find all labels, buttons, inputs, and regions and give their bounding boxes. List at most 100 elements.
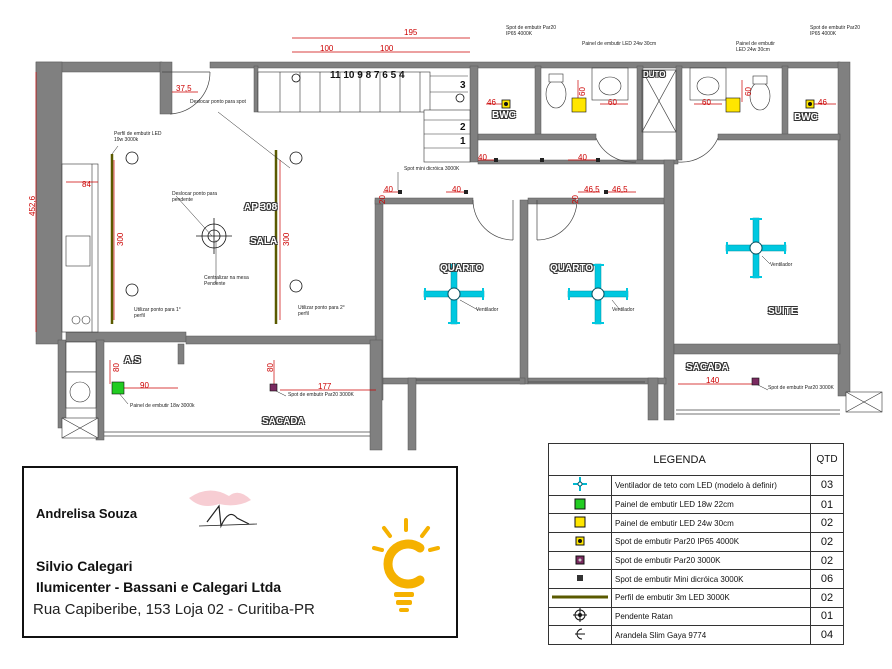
legend-qty: 02 (810, 587, 844, 608)
wall-sconce-icon (125, 151, 139, 165)
legend-label: Spot de embutir Par20 3000K (611, 550, 811, 571)
fan-icon (423, 263, 485, 325)
legend-qty: 02 (810, 532, 844, 552)
legend-label: Arandela Slim Gaya 9774 (611, 625, 811, 645)
legend-row: Ventilador de teto com LED (modelo à def… (548, 475, 844, 496)
panel-24w-icon (725, 97, 741, 113)
dimension-90: 90 (140, 381, 149, 390)
legend-label: Spot de embutir Par20 IP65 4000K (611, 532, 811, 552)
dimension-20a: 20 (378, 195, 387, 204)
legend-label: Painel de embutir LED 18w 22cm (611, 494, 811, 515)
legend-qty: 01 (810, 606, 844, 627)
legend-title: LEGENDA (548, 442, 811, 477)
dimension-20b: 20 (571, 195, 580, 204)
room-duto: DUTO (643, 70, 666, 79)
credit-box: Andrelisa Souza Silvio Calegari Ilumicen… (22, 466, 458, 638)
room-bwc-right: BWC (794, 112, 818, 123)
room-bwc-left: BWC (492, 110, 516, 121)
walls (35, 61, 851, 451)
dimension-84: 84 (82, 180, 91, 189)
note-utilizar-2: Utilizar ponto para 2° perfil (298, 305, 345, 317)
fan-icons (423, 217, 787, 325)
dimension-300b: 300 (282, 232, 291, 246)
legend-qty: 03 (810, 475, 844, 496)
spot-par20-icons (269, 377, 760, 392)
dimension-46c: 46,5 (584, 185, 600, 194)
stair-step-2: 2 (460, 122, 466, 133)
legend-label: Pendente Ratan (611, 606, 811, 627)
room-sacada-left: SACADA (262, 416, 305, 427)
wall-sconce-icon (125, 283, 139, 297)
legend-label: Painel de embutir LED 24w 30cm (611, 513, 811, 534)
room-sala: SALA (250, 236, 278, 247)
room-ap-308: AP 308 (244, 202, 278, 213)
dimension-195: 195 (404, 28, 418, 37)
dimension-80b: 80 (266, 363, 275, 372)
note-painel18: Painel de embutir 18w 3000k (130, 403, 195, 409)
contact-name: Silvio Calegari (36, 558, 133, 574)
company-name: Ilumicenter - Bassani e Calegari Ltda (36, 579, 282, 595)
dimension-100b: 100 (380, 44, 394, 53)
dimension-140: 140 (706, 376, 720, 385)
dimension-40c: 40 (384, 185, 393, 194)
dimension-40b: 40 (578, 153, 587, 162)
note-painel24-right: Painel de embutir LED 24w 30cm (736, 41, 775, 53)
note-utilizar-1: Utilizar ponto para 1° perfil (134, 307, 181, 319)
wall-sconce-icons (125, 73, 465, 297)
fan-icon (548, 475, 612, 496)
led-profile-icon (548, 587, 612, 608)
wall-sconce-icon (455, 93, 465, 103)
note-centralizar: Centralizar na mesa Pendente (204, 275, 249, 287)
dimension-46b: 46 (818, 98, 827, 107)
dimension-100a: 100 (320, 44, 334, 53)
wall-sconce-icon (291, 73, 301, 83)
staircase (257, 71, 471, 163)
note-ventilador-q2: Ventilador (612, 307, 635, 313)
note-spot-sacada-right: Spot de embutir Par20 3000K (768, 385, 834, 391)
panel-24w-icon (571, 97, 587, 113)
fan-icon (567, 263, 629, 325)
led-profiles (110, 150, 278, 324)
room-as: A.S (124, 355, 141, 366)
wall-sconce-icon (289, 279, 303, 293)
designer-name: Andrelisa Souza (36, 506, 138, 521)
green-square-icon (548, 494, 612, 515)
wall-sconce-icon (548, 625, 612, 645)
openings (104, 69, 840, 437)
dimension-452: 452,6 (28, 195, 37, 216)
signature-icon (189, 490, 258, 529)
stair-steps-top: 11 10 9 8 7 6 5 4 (330, 70, 405, 81)
note-spot-bwc-left: Spot de embutir Par20 IP65 4000K (506, 25, 557, 37)
panel-18w-icon (111, 381, 125, 395)
dimension-37: 37,5 (176, 84, 192, 93)
yellow-square-icon (548, 513, 612, 534)
furniture (61, 67, 883, 439)
legend-qty-header: QTD (810, 442, 844, 477)
note-ventilador-suite: Ventilador (770, 262, 793, 268)
dimension-lines (35, 37, 836, 391)
company-address: Rua Capiberibe, 153 Loja 02 - Curitiba-P… (33, 601, 315, 618)
room-quarto-left: QUARTO (440, 263, 484, 274)
note-painel24-left: Painel de embutir LED 24w 30cm (582, 41, 657, 47)
dimension-60a: 60 (578, 87, 587, 96)
note-spot-bwc-right: Spot de embutir Par20 IP65 4000K (810, 25, 861, 37)
room-quarto-right: QUARTO (550, 263, 594, 274)
dimension-80a: 80 (112, 363, 121, 372)
note-spot-sacada-left: Spot de embutir Par20 3000K (288, 392, 354, 398)
legend-qty: 02 (810, 513, 844, 534)
dimension-46a: 46 (487, 98, 496, 107)
room-suite: SUITE (768, 306, 798, 317)
room-sacada-right: SACADA (686, 362, 729, 373)
dimension-46d: 46,5 (612, 185, 628, 194)
leader-lines (111, 111, 771, 405)
note-spot-mini: Spot mini dicróica 3000K (404, 166, 460, 172)
spot-ip65-icons (501, 99, 815, 109)
note-perfil: Perfil de embutir LED 19w 3000k (114, 131, 162, 143)
wall-sconce-icon (289, 151, 303, 165)
note-deslocar-spot: Deslocar ponto para spot (190, 99, 246, 105)
